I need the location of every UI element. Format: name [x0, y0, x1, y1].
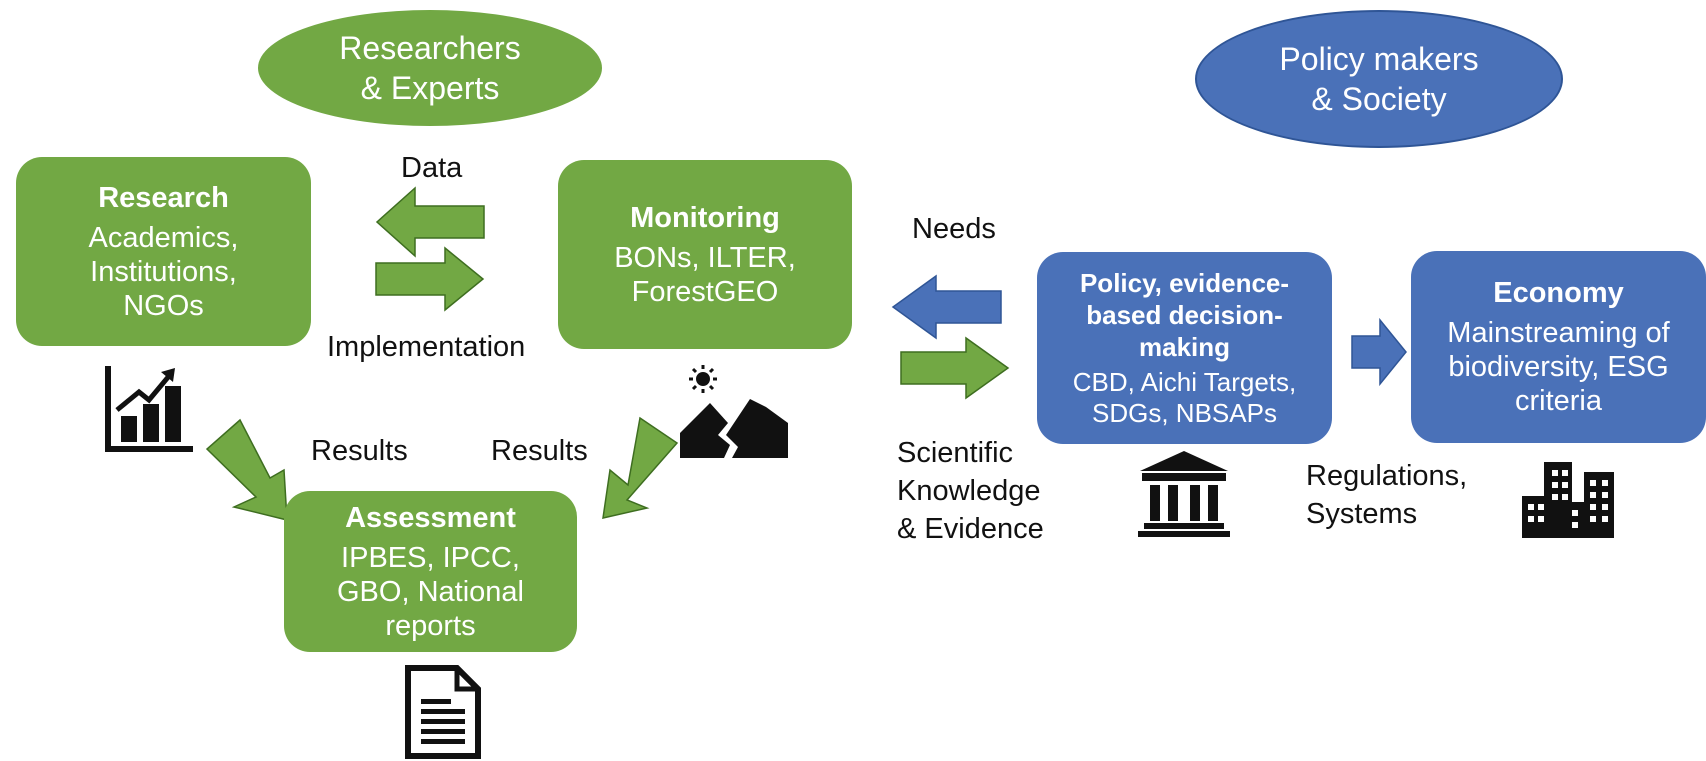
scientific-knowledge-line: Scientific: [897, 437, 1014, 469]
scientific-knowledge-label: Scientific Knowledge & Evidence: [897, 434, 1044, 548]
mountain-sun-icon: [680, 365, 788, 458]
monitoring-box: Monitoring BONs, ILTER, ForestGEO: [558, 160, 852, 349]
needs-label: Needs: [912, 213, 996, 245]
researchers-line-1: Researchers: [339, 30, 521, 66]
document-icon: [405, 665, 481, 759]
policy-makers-line-1: Policy makers: [1279, 41, 1479, 77]
research-body-line: NGOs: [123, 289, 204, 322]
research-body: Academics, Institutions, NGOs: [89, 221, 239, 323]
assessment-body-line: GBO, National: [337, 575, 524, 608]
research-box: Research Academics, Institutions, NGOs: [16, 157, 311, 346]
monitoring-title: Monitoring: [630, 201, 780, 234]
monitoring-body-line: ForestGEO: [631, 275, 779, 308]
policy-title: Policy, evidence- based decision- making: [1080, 267, 1289, 363]
monitoring-body-line: BONs, ILTER,: [614, 241, 796, 274]
economy-body: Mainstreaming of biodiversity, ESG crite…: [1447, 316, 1669, 418]
bar-chart-growth-icon: [105, 366, 193, 452]
policy-body: CBD, Aichi Targets, SDGs, NBSAPs: [1073, 367, 1297, 429]
policy-title-line: making: [1138, 332, 1231, 362]
policy-makers-line-2: & Society: [1311, 81, 1447, 117]
policy-body-line: CBD, Aichi Targets,: [1072, 367, 1297, 397]
results-left-arrow: [205, 418, 288, 521]
scientific-knowledge-line: Knowledge: [897, 475, 1041, 507]
policy-makers-society-ellipse: Policy makers & Society: [1195, 10, 1563, 148]
city-buildings-icon: [1522, 462, 1614, 538]
regulations-systems-label: Regulations, Systems: [1306, 457, 1467, 533]
assessment-body: IPBES, IPCC, GBO, National reports: [337, 541, 524, 643]
researchers-line-2: & Experts: [360, 70, 500, 106]
economy-box: Economy Mainstreaming of biodiversity, E…: [1411, 251, 1706, 443]
assessment-body-line: IPBES, IPCC,: [341, 541, 520, 574]
research-title: Research: [98, 181, 229, 214]
economy-body-line: biodiversity, ESG: [1448, 351, 1669, 383]
scientific-knowledge-arrow: [900, 336, 1010, 400]
economy-body-line: criteria: [1514, 385, 1602, 417]
results-left-label: Results: [311, 435, 408, 467]
policy-title-line: based decision-: [1086, 300, 1283, 330]
assessment-title: Assessment: [345, 501, 516, 534]
data-label: Data: [401, 152, 463, 184]
researchers-experts-ellipse: Researchers & Experts: [258, 10, 602, 126]
policy-title-line: Policy, evidence-: [1079, 268, 1290, 298]
assessment-body-line: reports: [385, 609, 476, 642]
regulations-line: Systems: [1306, 498, 1418, 530]
results-right-arrow: [602, 416, 679, 519]
needs-arrow: [891, 274, 1002, 340]
regulations-line: Regulations,: [1306, 460, 1468, 492]
economy-title: Economy: [1493, 277, 1624, 309]
data-arrow: [375, 186, 485, 258]
government-building-icon: [1138, 451, 1230, 537]
assessment-box: Assessment IPBES, IPCC, GBO, National re…: [284, 491, 577, 652]
results-right-label: Results: [491, 435, 588, 467]
policy-body-line: SDGs, NBSAPs: [1092, 398, 1277, 428]
policy-to-economy-arrow: [1351, 317, 1407, 387]
implementation-arrow: [375, 246, 485, 312]
scientific-knowledge-line: & Evidence: [897, 513, 1044, 545]
monitoring-body: BONs, ILTER, ForestGEO: [614, 241, 796, 309]
research-body-line: Academics,: [88, 221, 239, 254]
research-body-line: Institutions,: [90, 255, 237, 288]
policy-decision-box: Policy, evidence- based decision- making…: [1037, 252, 1332, 444]
economy-body-line: Mainstreaming of: [1447, 317, 1670, 349]
implementation-label: Implementation: [327, 331, 526, 363]
